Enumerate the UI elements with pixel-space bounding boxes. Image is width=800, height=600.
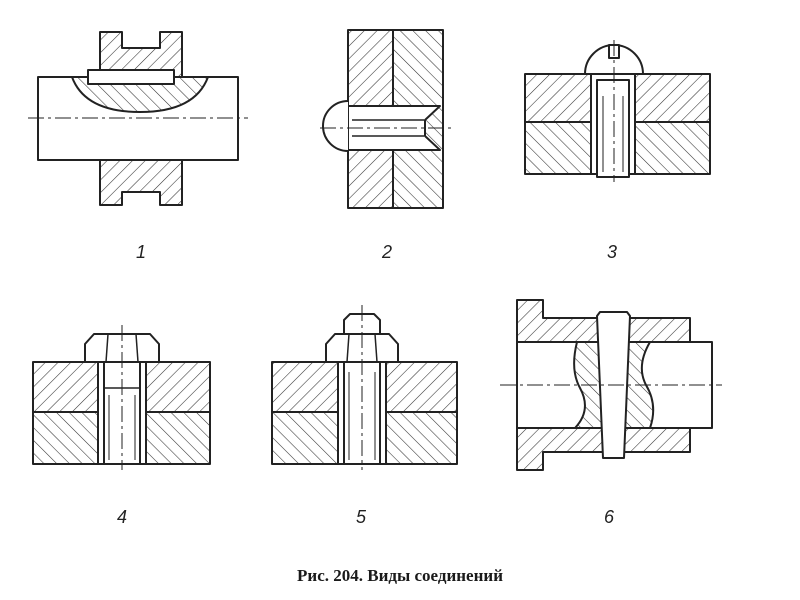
key-joint-drawing: [28, 31, 248, 206]
rivet-joint-drawing: [320, 29, 452, 209]
stud-joint-drawing: [32, 325, 211, 470]
panel-number-6: 6: [604, 507, 615, 527]
figure-caption: Рис. 204. Виды соединений: [297, 566, 503, 585]
pin-joint-drawing: [500, 299, 722, 471]
panel-number-1: 1: [136, 242, 147, 262]
bolt-joint-drawing: [271, 305, 458, 470]
panel-number-5: 5: [356, 507, 367, 527]
panel-number-2: 2: [382, 242, 393, 262]
panel-number-3: 3: [607, 242, 618, 262]
screw-joint-drawing: [524, 40, 711, 182]
panel-number-4: 4: [117, 507, 128, 527]
